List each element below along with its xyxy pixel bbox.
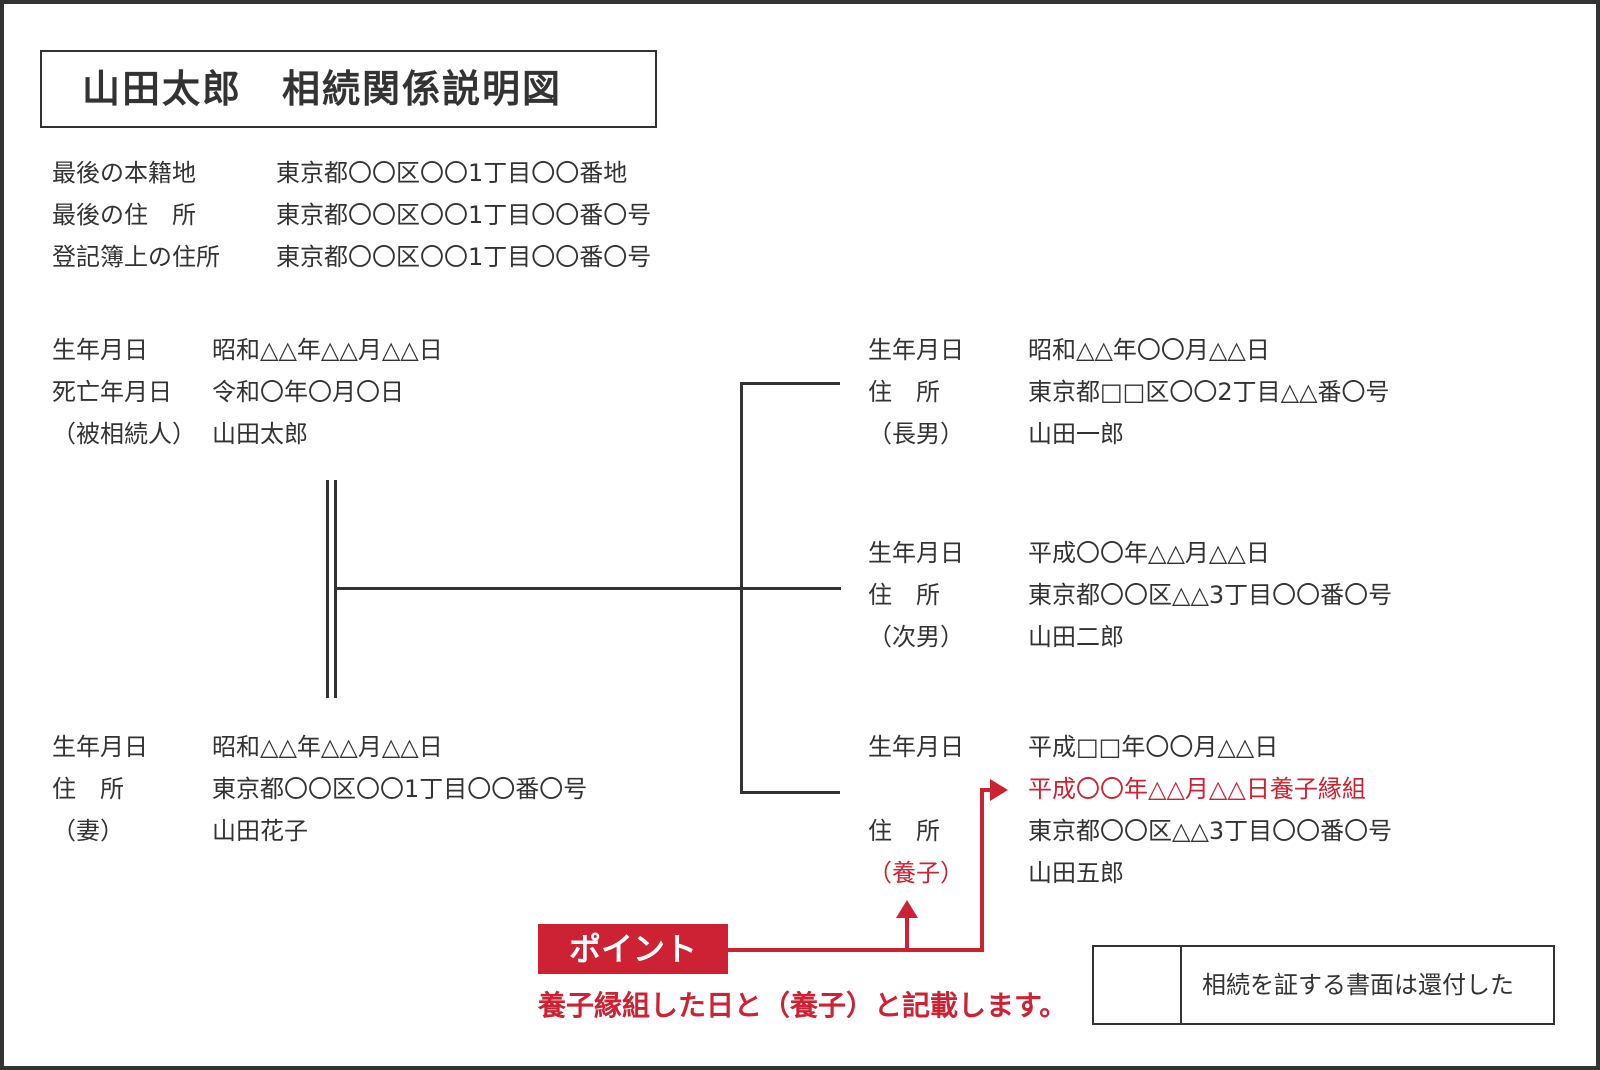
field-label: 住 所 [868,581,940,609]
descent-line [337,587,841,590]
field-value: 昭和△△年△△月△△日 [212,733,443,761]
field-label: 住 所 [52,775,124,803]
field-value: 東京都〇〇区△△3丁目〇〇番〇号 [1028,581,1393,609]
person-name: 山田二郎 [1028,623,1124,651]
stamp-divider [1180,947,1182,1023]
field-label: 生年月日 [868,733,964,761]
role-label: （被相続人） [52,420,196,448]
point-note: 養子縁組した日と（養子）と記載します。 [538,989,1068,1022]
field-label: 住 所 [868,378,940,406]
field-label: 住 所 [868,817,940,845]
role-label: （長男） [868,420,964,448]
arrow-right-icon [990,779,1008,801]
children-bracket-bottom [740,791,840,794]
header-value: 東京都〇〇区〇〇1丁目〇〇番地 [276,159,628,187]
point-arrow-horizontal [728,948,984,952]
point-arrow-vertical [980,788,984,952]
role-label: （妻） [52,817,124,845]
person-name: 山田花子 [212,817,308,845]
adoption-value: 平成〇〇年△△月△△日養子縁組 [1028,775,1366,803]
marriage-line-right [334,480,337,698]
point-arrow-to-adoption [980,788,992,792]
arrow-up-icon [896,900,918,918]
header-label: 登記簿上の住所 [52,243,220,271]
point-arrow-to-role [905,916,909,950]
point-badge: ポイント [538,924,728,974]
children-bracket-vertical [740,382,743,794]
field-label: 死亡年月日 [52,378,172,406]
field-value: 平成〇〇年△△月△△日 [1028,539,1270,567]
field-value: 令和〇年〇月〇日 [212,378,404,406]
person-name: 山田一郎 [1028,420,1124,448]
field-label: 生年月日 [868,336,964,364]
stamp-text: 相続を証する書面は還付した [1202,971,1514,999]
field-label: 生年月日 [868,539,964,567]
field-value: 東京都□□区〇〇2丁目△△番〇号 [1028,378,1390,406]
field-value: 昭和△△年△△月△△日 [212,336,443,364]
page-title: 山田太郎 相続関係説明図 [40,50,657,128]
header-value: 東京都〇〇区〇〇1丁目〇〇番〇号 [276,201,652,229]
children-bracket-top [740,382,840,385]
header-label: 最後の住 所 [52,201,196,229]
field-value: 東京都〇〇区△△3丁目〇〇番〇号 [1028,817,1393,845]
marriage-line-left [326,480,329,698]
stamp-box: 相続を証する書面は還付した [1092,945,1555,1025]
field-value: 東京都〇〇区〇〇1丁目〇〇番〇号 [212,775,588,803]
role-label-adopted: （養子） [868,859,964,887]
field-label: 生年月日 [52,733,148,761]
field-value: 平成□□年〇〇月△△日 [1028,733,1279,761]
header-value: 東京都〇〇区〇〇1丁目〇〇番〇号 [276,243,652,271]
field-value: 昭和△△年〇〇月△△日 [1028,336,1270,364]
field-label: 生年月日 [52,336,148,364]
person-name: 山田太郎 [212,420,308,448]
role-label: （次男） [868,623,964,651]
header-label: 最後の本籍地 [52,159,196,187]
person-name: 山田五郎 [1028,859,1124,887]
